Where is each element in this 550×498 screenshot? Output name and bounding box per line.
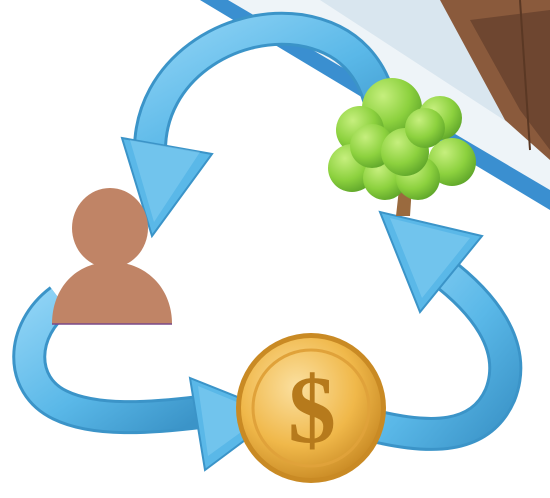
coin-dollar-symbol: $ xyxy=(288,356,336,463)
arrow-coin-to-tree-icon xyxy=(370,212,505,434)
dollar-coin-icon: $ xyxy=(236,333,386,483)
